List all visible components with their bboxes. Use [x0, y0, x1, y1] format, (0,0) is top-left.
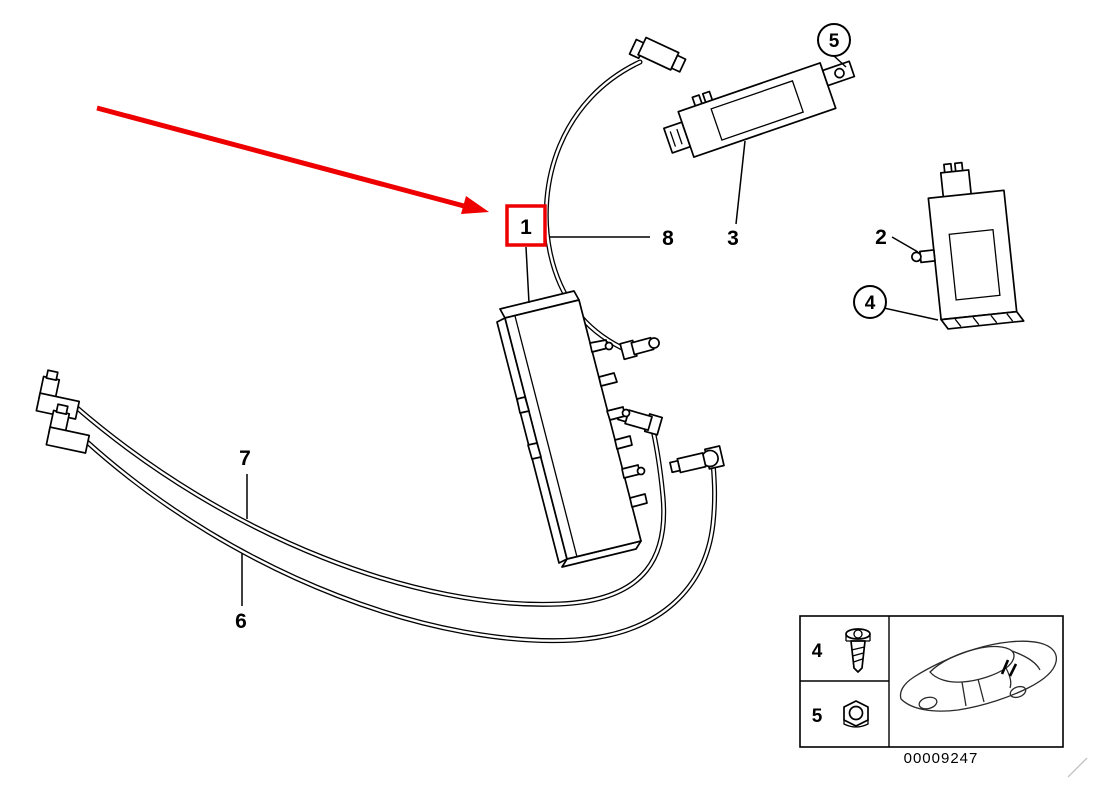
vehicle-thumbnail — [899, 640, 1058, 712]
legend-row-nut: 5 — [812, 700, 869, 728]
callout-1-box[interactable]: 1 — [505, 204, 547, 247]
callout-4-label[interactable]: 4 — [865, 293, 876, 314]
leader-line-1 — [525, 246, 530, 304]
callout-3-label[interactable]: 3 — [727, 227, 739, 250]
clip-tab — [527, 442, 542, 460]
leader-line-4 — [883, 307, 939, 321]
connector-stubs — [589, 339, 648, 508]
page-corner-mark — [1067, 757, 1088, 778]
callout-7-label[interactable]: 7 — [239, 447, 251, 470]
legend-box: 4 5 — [799, 615, 1064, 748]
cable-6 — [83, 438, 718, 644]
highlight-arrow — [96, 105, 489, 214]
screw-icon — [845, 628, 871, 673]
callout-5-circle[interactable]: 5 — [817, 23, 851, 57]
callout-2-label[interactable]: 2 — [875, 226, 887, 249]
part-2-module — [911, 161, 1025, 330]
clip-tab — [516, 396, 530, 414]
cable-8-top-plug — [628, 36, 687, 73]
callout-1-label[interactable]: 1 — [520, 216, 532, 239]
legend-label-5: 5 — [812, 706, 823, 727]
callout-6-label[interactable]: 6 — [235, 610, 247, 633]
cable-7 — [73, 404, 667, 607]
legend-label-4: 4 — [812, 641, 823, 662]
part-3-antenna-amplifier — [663, 60, 856, 158]
antenna-location-marks — [1000, 659, 1018, 677]
legend-row-screw: 4 — [812, 628, 871, 673]
nut-icon — [843, 700, 869, 728]
leader-line-3 — [735, 140, 746, 225]
doc-number: 00009247 — [904, 750, 979, 767]
part-1-amplifier-unit — [496, 290, 648, 568]
cable-8-bottom-plug — [619, 336, 660, 361]
cable-6-left-plug — [45, 403, 91, 454]
leader-line-5 — [833, 55, 847, 68]
callout-4-circle[interactable]: 4 — [853, 285, 887, 319]
callout-5-label[interactable]: 5 — [829, 31, 840, 52]
cable-8 — [543, 59, 643, 351]
mounting-hole — [834, 67, 845, 79]
callout-8-label[interactable]: 8 — [662, 227, 674, 250]
leader-line-2 — [891, 236, 919, 253]
cable-6-right-plug — [669, 445, 725, 474]
side-stub — [919, 249, 936, 264]
